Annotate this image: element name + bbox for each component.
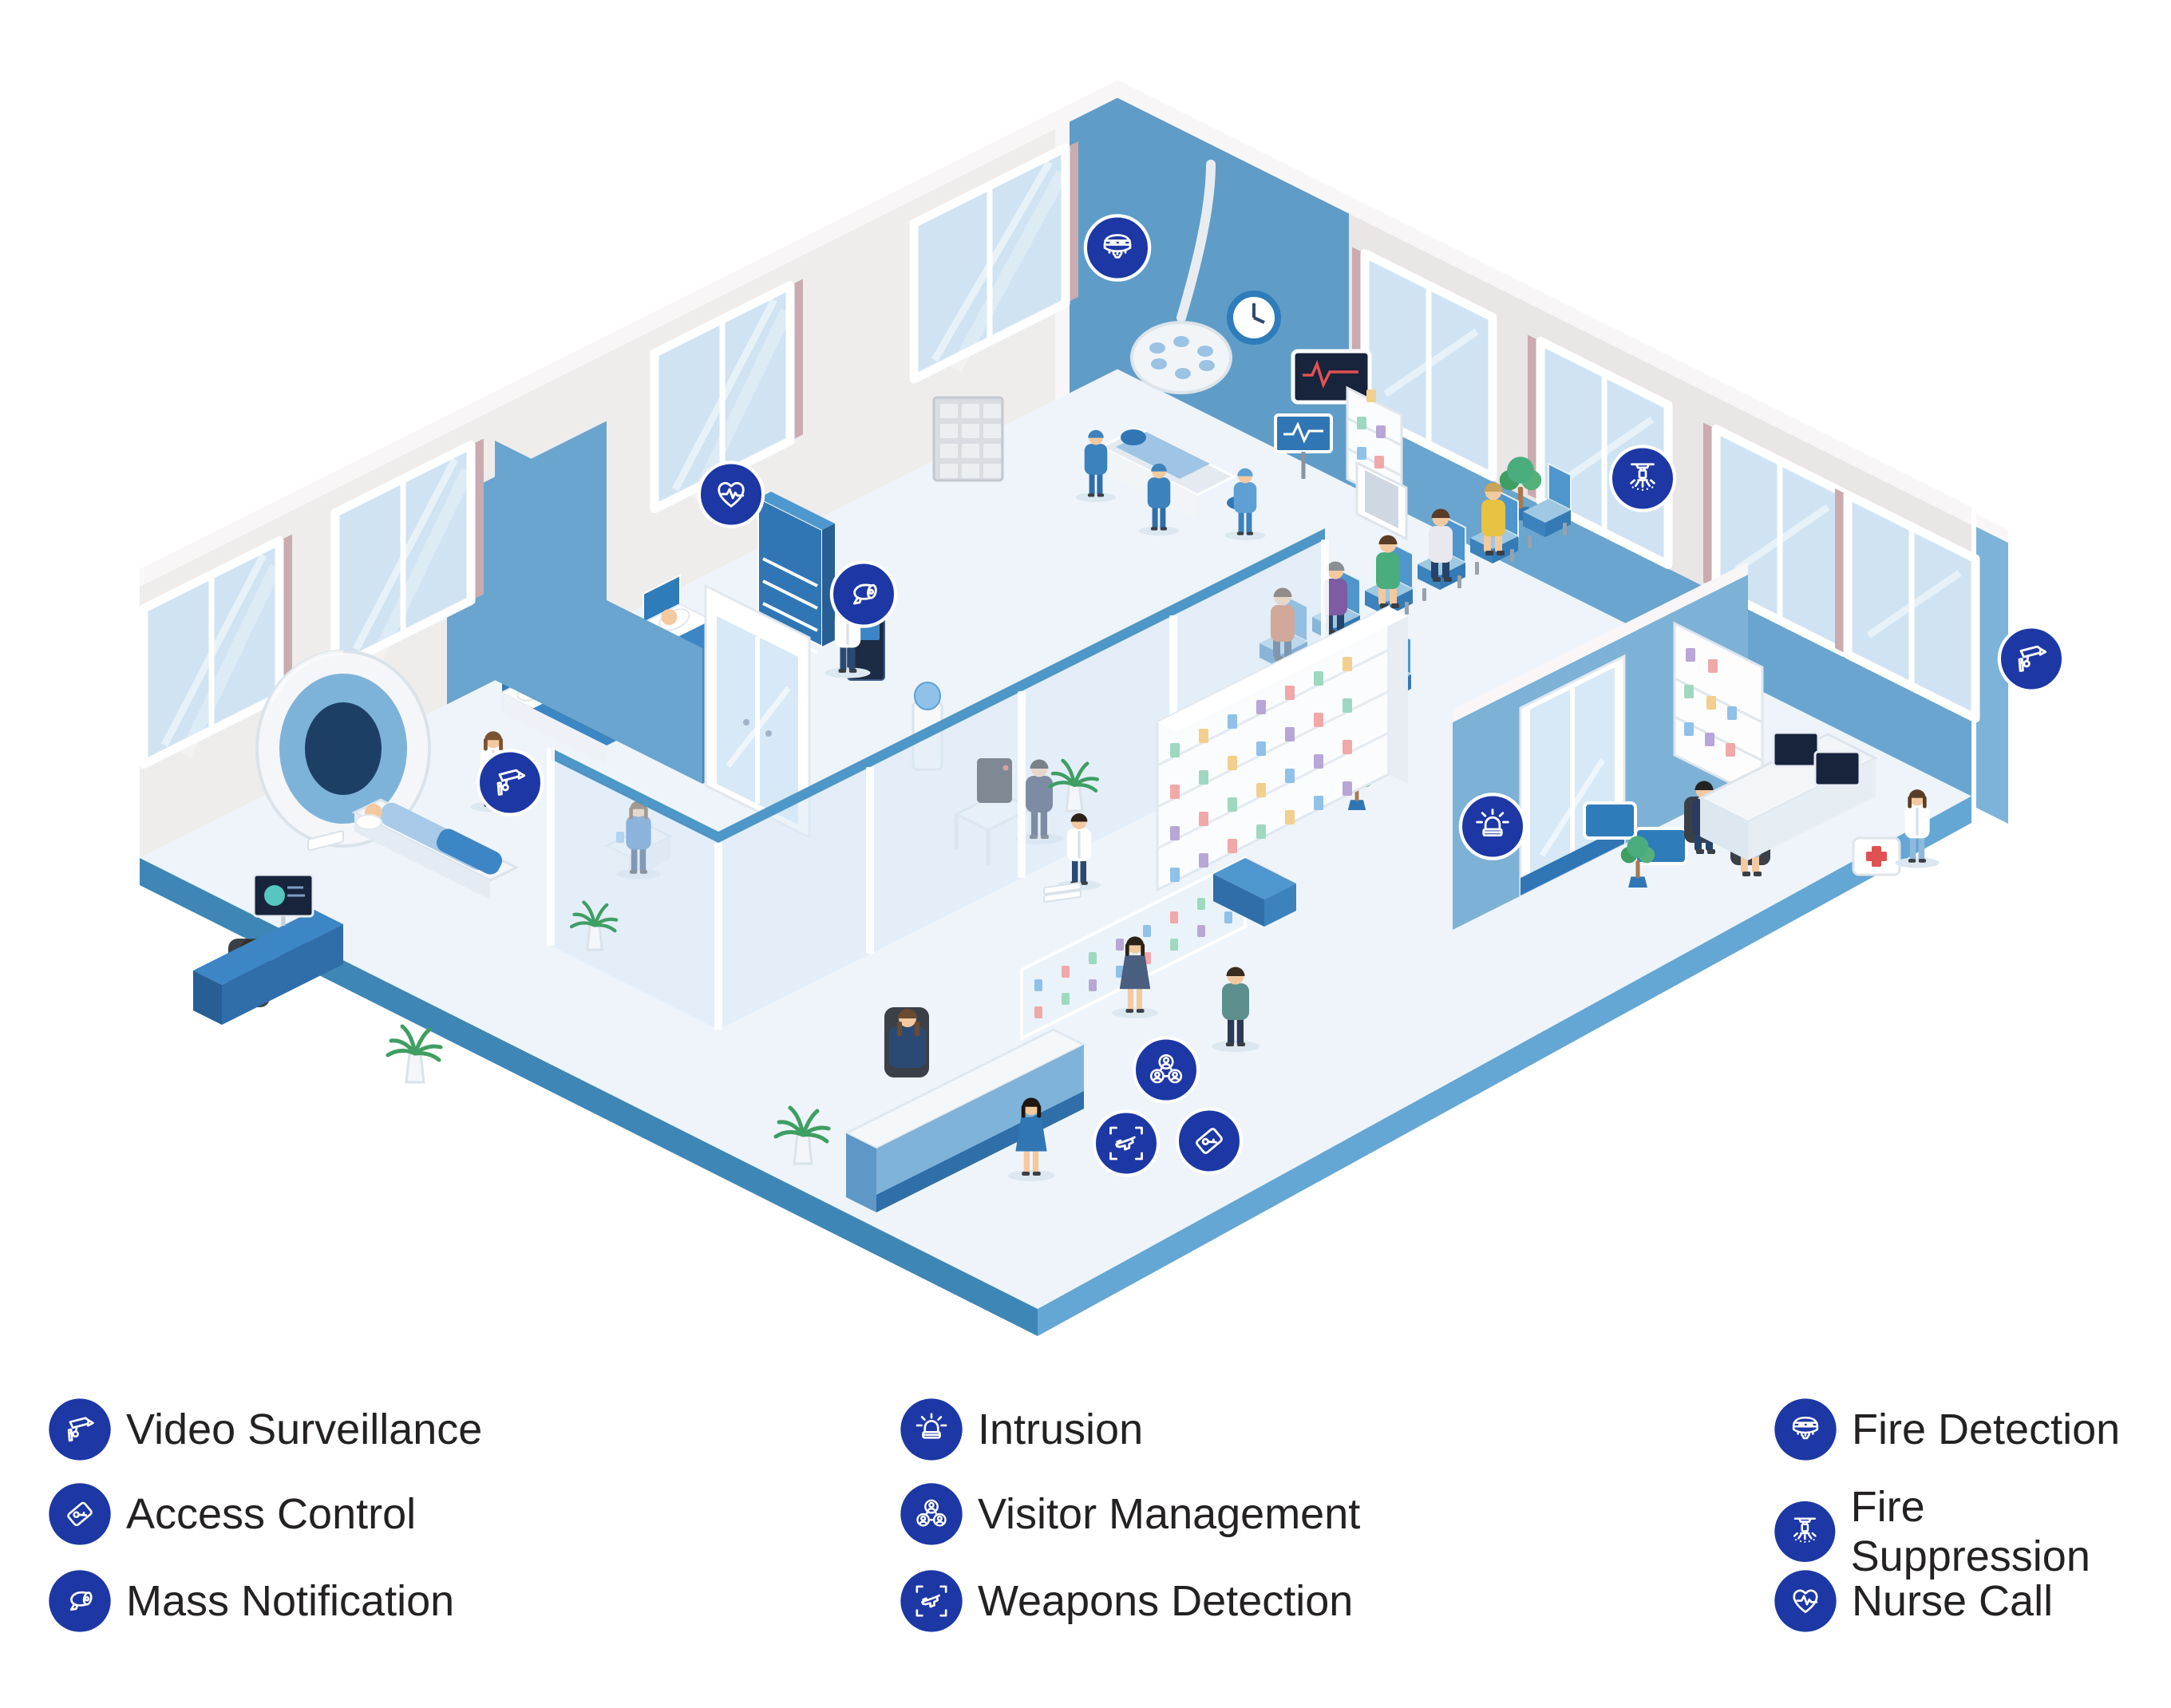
legend-label: Fire Suppression (1850, 1483, 2090, 1580)
cctv-camera-icon (49, 1398, 111, 1461)
legend-item-access-control: Access Control (48, 1482, 416, 1546)
siren-icon (900, 1398, 963, 1461)
legend-label: Visitor Management (978, 1490, 1361, 1538)
isometric-scene (139, 80, 2008, 1336)
legend-item-weapons-detection: Weapons Detection (900, 1569, 1353, 1633)
legend-label: Access Control (126, 1490, 417, 1538)
legend-label: Intrusion (978, 1406, 1144, 1453)
smoke-detector-icon (1774, 1398, 1837, 1461)
legend-item-fire-detection: Fire Detection (1774, 1398, 2120, 1461)
legend-item-mass-notification: Mass Notification (48, 1569, 454, 1633)
legend-label: Mass Notification (126, 1577, 455, 1625)
gun-scan-icon (900, 1570, 963, 1632)
sprinkler-icon (1774, 1500, 1836, 1563)
legend-item-visitor-management: Visitor Management (900, 1482, 1360, 1546)
legend-label: Fire Detection (1852, 1406, 2121, 1453)
heart-pulse-icon (1774, 1570, 1837, 1632)
legend-item-fire-suppression: Fire Suppression (1774, 1482, 2171, 1581)
legend-label: Video Surveillance (126, 1406, 483, 1453)
legend-item-nurse-call: Nurse Call (1774, 1569, 2053, 1633)
visitors-icon (900, 1483, 963, 1545)
legend-label: Nurse Call (1852, 1577, 2054, 1625)
legend-item-video-surveillance: Video Surveillance (48, 1398, 482, 1461)
megaphone-icon (49, 1570, 111, 1632)
legend-item-intrusion: Intrusion (900, 1398, 1143, 1461)
legend-label: Weapons Detection (978, 1577, 1354, 1625)
keycard-icon (49, 1483, 111, 1545)
